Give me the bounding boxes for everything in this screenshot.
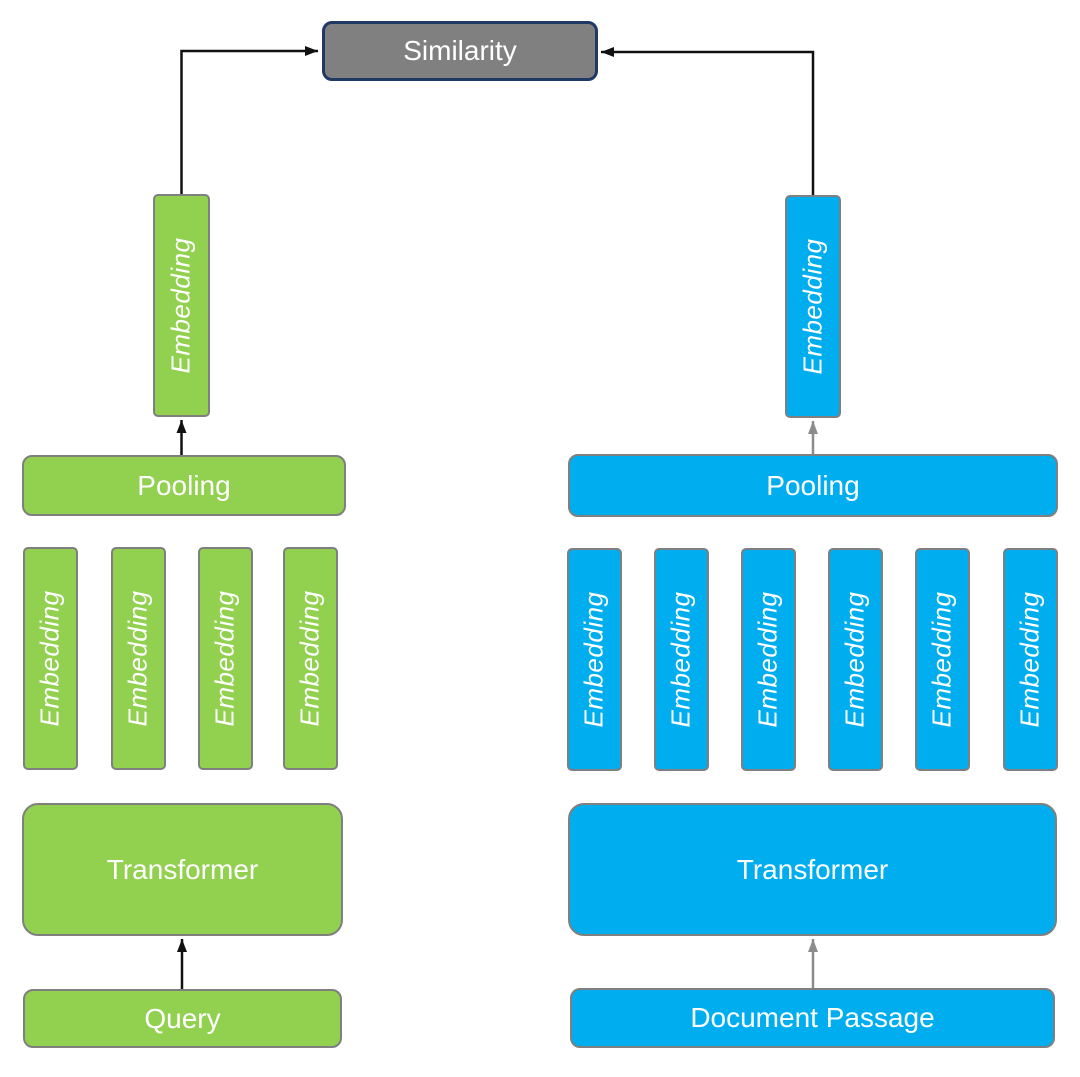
query-token-embedding-box: Embedding <box>283 547 338 770</box>
doc-transformer-label: Transformer <box>736 853 889 885</box>
query-token-embedding-label: Embedding <box>210 590 241 727</box>
doc-pooling-label: Pooling <box>766 469 860 501</box>
query-transformer-box: Transformer <box>22 803 343 936</box>
query-pooling-box: Pooling <box>22 455 346 516</box>
similarity-label: Similarity <box>403 35 517 66</box>
arrow-doc-embedding-to-similarity <box>601 47 815 195</box>
query-token-embedding-label: Embedding <box>295 590 326 727</box>
doc-transformer-box: Transformer <box>568 803 1057 936</box>
arrow-query-embedding-to-similarity <box>180 46 318 194</box>
doc-pooling-box: Pooling <box>568 454 1058 517</box>
doc-token-embedding-box: Embedding <box>915 548 970 771</box>
doc-token-embedding-label: Embedding <box>753 591 784 728</box>
doc-token-embedding-label: Embedding <box>1015 591 1046 728</box>
query-pooling-label: Pooling <box>137 469 231 501</box>
doc-token-embedding-box: Embedding <box>828 548 883 771</box>
doc-token-embedding-label: Embedding <box>840 591 871 728</box>
doc-token-embedding-label: Embedding <box>579 591 610 728</box>
doc-pooled-embedding-label: Embedding <box>797 238 828 375</box>
query-token-embedding-box: Embedding <box>198 547 253 770</box>
query-token-embedding-label: Embedding <box>35 590 66 727</box>
query-pooled-embedding-box: Embedding <box>153 194 210 417</box>
query-pooled-embedding-label: Embedding <box>166 237 197 374</box>
doc-token-embedding-box: Embedding <box>1003 548 1058 771</box>
doc-pooled-embedding-box: Embedding <box>785 195 841 418</box>
doc-token-embedding-box: Embedding <box>567 548 622 771</box>
query-token-embedding-label: Embedding <box>123 590 154 727</box>
query-token-embedding-box: Embedding <box>23 547 78 770</box>
doc-token-embedding-label: Embedding <box>666 591 697 728</box>
query-token-embedding-box: Embedding <box>111 547 166 770</box>
query-transformer-label: Transformer <box>106 853 259 885</box>
doc-input-box: Document Passage <box>570 988 1055 1048</box>
doc-token-embedding-box: Embedding <box>741 548 796 771</box>
doc-token-embedding-box: Embedding <box>654 548 709 771</box>
query-input-box: Query <box>23 989 342 1048</box>
doc-token-embedding-label: Embedding <box>927 591 958 728</box>
query-input-label: Query <box>144 1002 221 1034</box>
similarity-box: Similarity <box>322 21 598 81</box>
doc-input-label: Document Passage <box>690 1002 935 1033</box>
